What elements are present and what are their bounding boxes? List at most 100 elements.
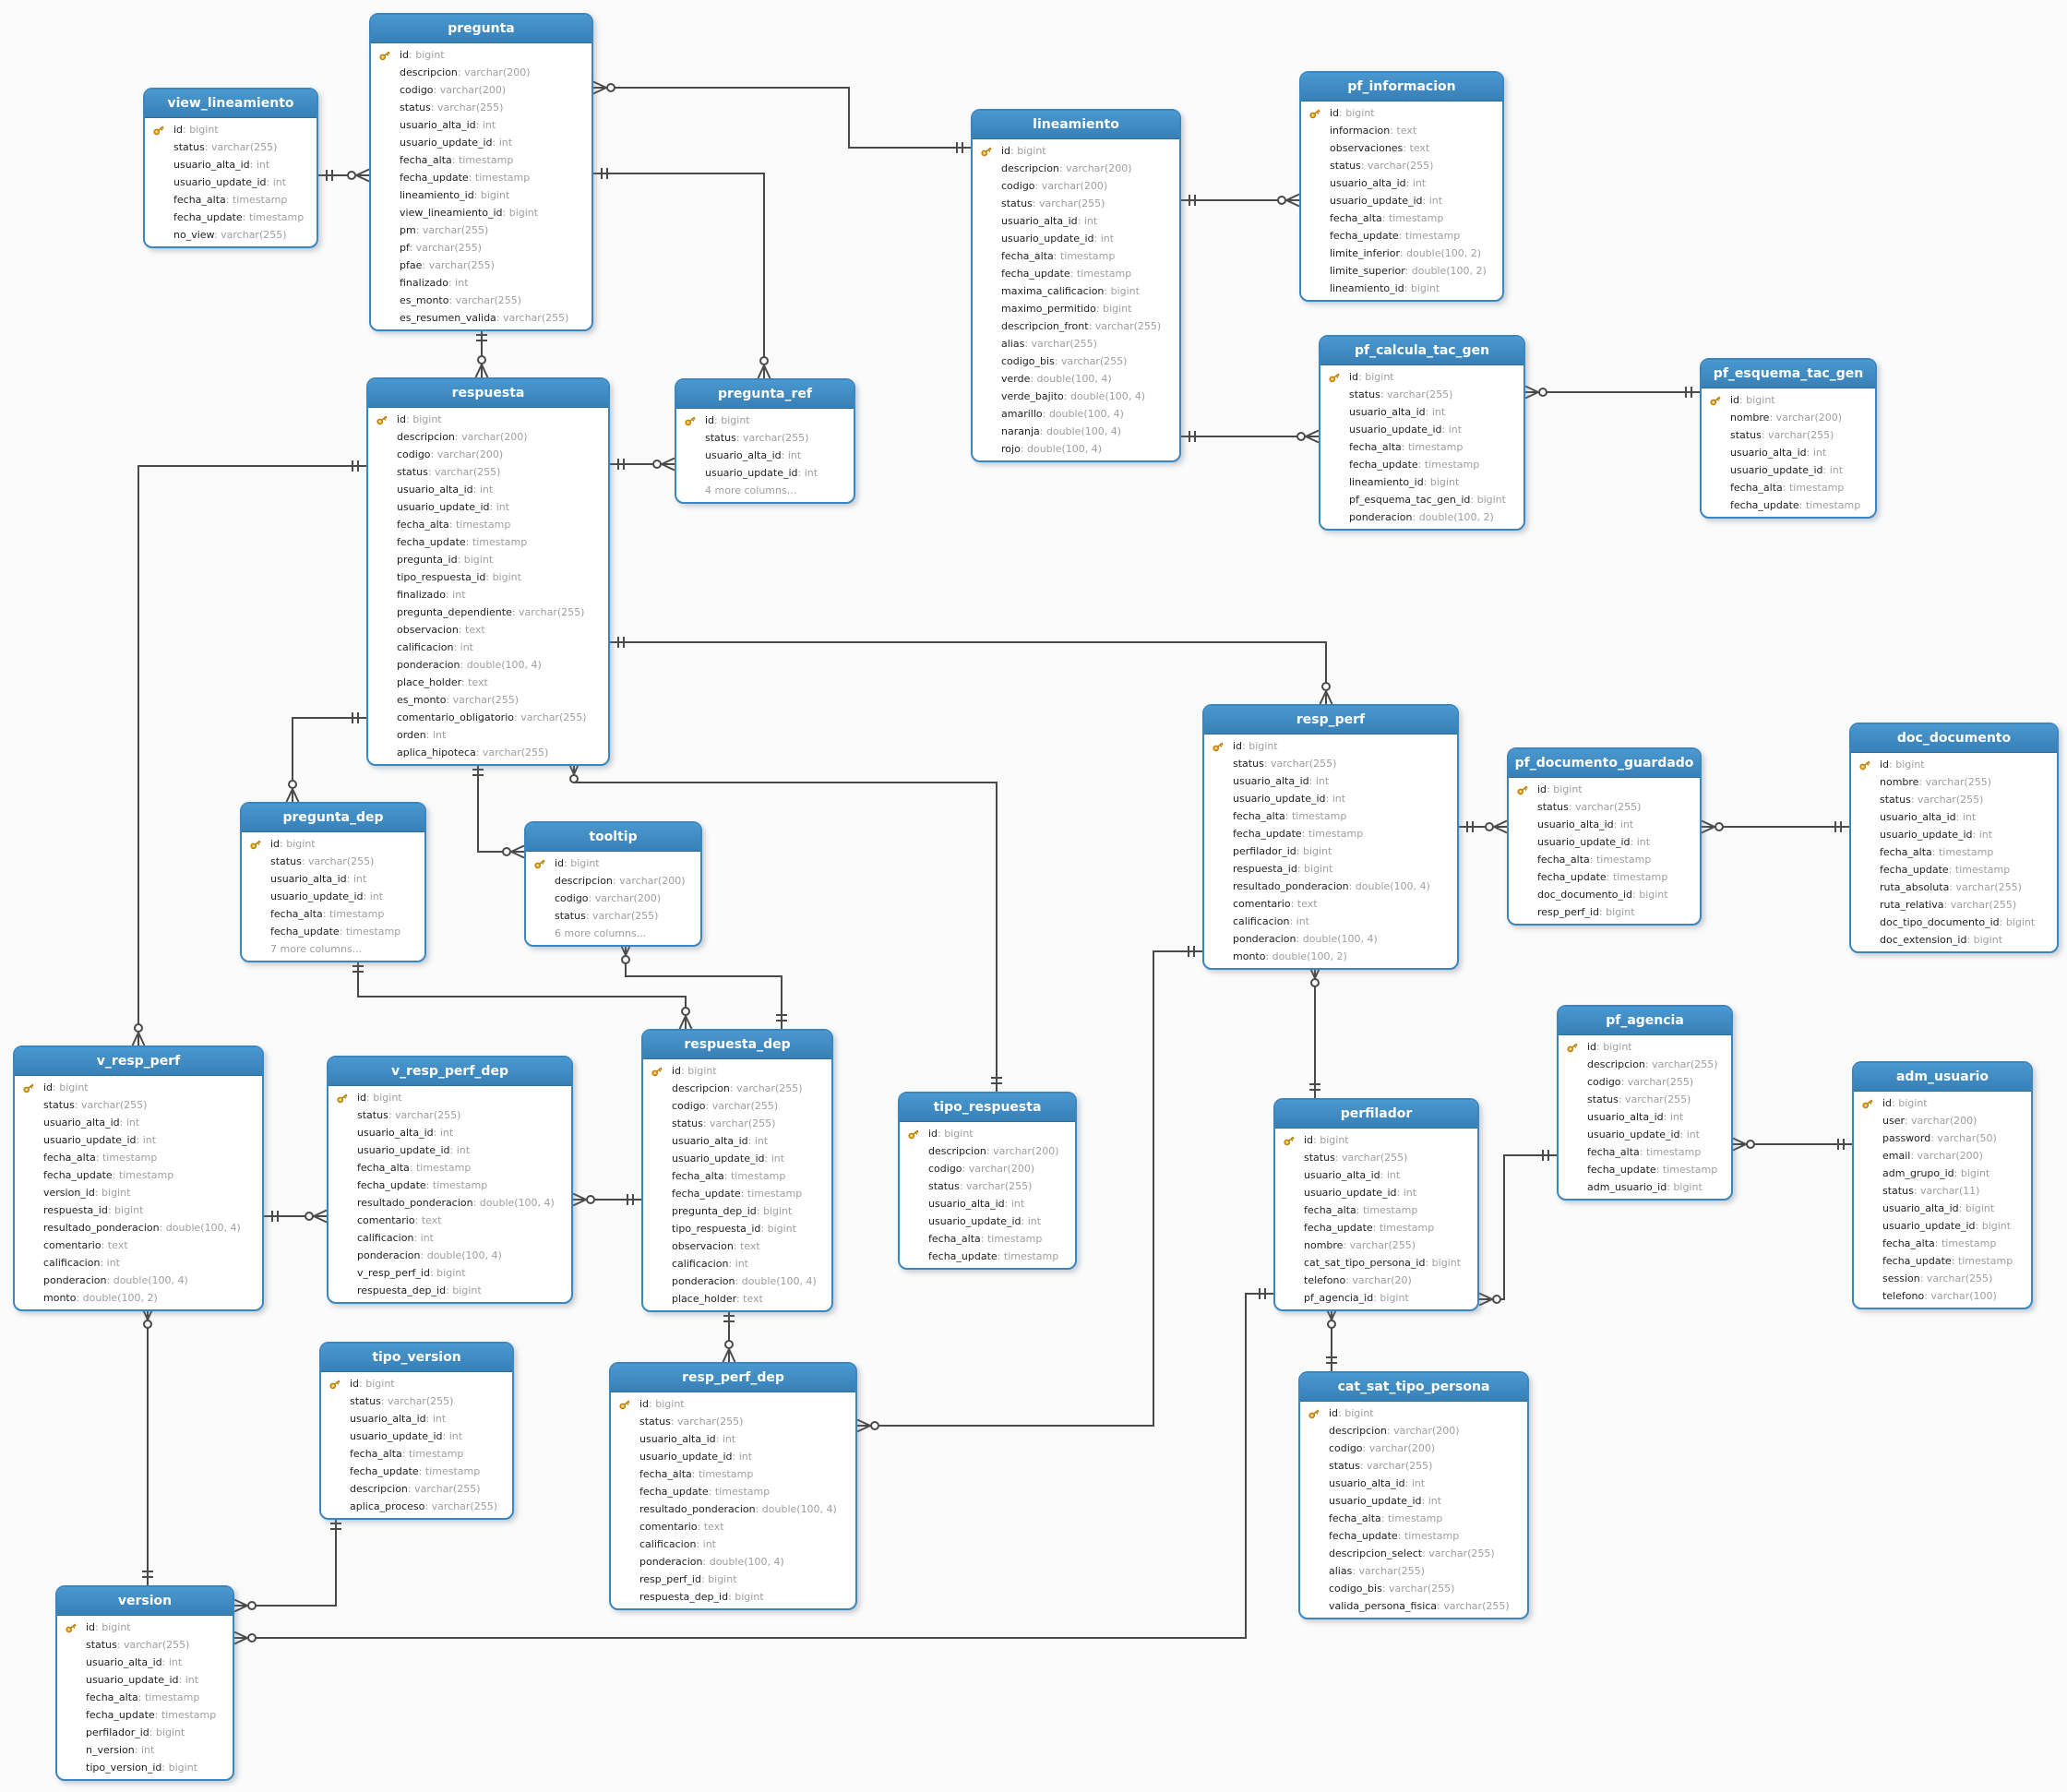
column-row: fecha_alta: timestamp (643, 1167, 831, 1185)
relationship-resp_perf_dep-resp_perf[interactable] (856, 946, 1202, 1433)
column-type: : varchar(255) (1919, 1272, 1993, 1284)
relationship-version-tipo_version[interactable] (233, 1515, 341, 1613)
relationship-resp_perf-perfilador[interactable] (1308, 964, 1322, 1098)
column-name: telefono (1304, 1274, 1346, 1286)
relationship-pregunta_dep-respuesta_dep[interactable] (352, 958, 693, 1030)
column-row: descripcion: varchar(200) (368, 428, 608, 446)
relationship-respuesta-resp_perf[interactable] (610, 637, 1333, 705)
relationship-respuesta-pregunta_ref[interactable] (610, 457, 675, 472)
relationship-pregunta-respuesta[interactable] (474, 327, 489, 378)
column-row: maximo_permitido: bigint (973, 300, 1179, 317)
table-title: respuesta (368, 379, 608, 408)
column-row: calificacion: int (643, 1255, 831, 1272)
relationship-v_resp_perf-v_resp_perf_dep[interactable] (264, 1209, 328, 1224)
column-type: : varchar(255) (729, 1082, 803, 1094)
relationship-respuesta-tipo_respuesta[interactable] (567, 760, 1003, 1092)
relationship-view_lineamiento-pregunta[interactable] (318, 168, 370, 183)
relationship-pf_agencia-adm_usuario[interactable] (1732, 1137, 1852, 1152)
column-name: id (1882, 1097, 1893, 1109)
relationship-pregunta-lineamiento[interactable] (592, 80, 971, 154)
column-type: : varchar(255) (1352, 1565, 1425, 1577)
column-name: verde (1001, 373, 1031, 385)
column-name: user (1882, 1115, 1905, 1127)
table-title: pf_informacion (1301, 73, 1502, 102)
column-row: id: bigint (1275, 1131, 1477, 1149)
column-row: id: bigint (643, 1062, 831, 1080)
column-name: pf_esquema_tac_gen_id (1349, 494, 1471, 506)
column-name: descripcion (672, 1082, 730, 1094)
relationship-respuesta-tooltip[interactable] (472, 761, 525, 859)
relationship-pregunta-pregunta_ref[interactable] (593, 168, 771, 379)
column-type: : bigint (1892, 1097, 1928, 1109)
relationship-version-perfilador[interactable] (233, 1288, 1273, 1645)
more-columns-note: 7 more columns... (242, 940, 424, 958)
relationship-lineamiento-pf_informacion[interactable] (1181, 193, 1300, 208)
column-type: : int (1955, 811, 1977, 823)
column-type: : varchar(255) (422, 259, 495, 271)
column-row: usuario_update_id: int (643, 1150, 831, 1167)
relationship-perfilador-cat_sat_tipo_persona[interactable] (1324, 1306, 1339, 1371)
column-name: orden (397, 729, 426, 741)
column-name: fecha_update (1233, 828, 1302, 840)
column-type: : timestamp (1301, 828, 1364, 840)
column-name: usuario_update_id (270, 890, 364, 902)
relationship-pf_agencia-perfilador[interactable] (1478, 1150, 1557, 1307)
column-type: : double(100, 4) (420, 1249, 502, 1261)
relationship-respuesta_dep-resp_perf_dep[interactable] (722, 1308, 736, 1363)
column-name: tipo_respuesta_id (397, 571, 486, 583)
column-row: fecha_update: timestamp (1854, 1252, 2031, 1270)
relationship-v_resp_perf-version[interactable] (140, 1306, 155, 1585)
relationship-resp_perf-pf_documento_guardado[interactable] (1459, 819, 1508, 834)
relationship-lineamiento-pf_calcula_tac_gen[interactable] (1181, 429, 1320, 444)
column-name: informacion (1330, 125, 1391, 137)
relationship-pf_calcula_tac_gen-pf_esquema_tac_gen[interactable] (1524, 385, 1700, 400)
column-name: id (705, 414, 715, 426)
relationship-v_resp_perf_dep-respuesta_dep[interactable] (572, 1192, 641, 1207)
column-row: id: bigint (900, 1125, 1075, 1142)
relationship-pf_documento_guardado-doc_documento[interactable] (1701, 819, 1849, 834)
relationship-respuesta-v_resp_perf[interactable] (131, 460, 367, 1046)
relationship-tooltip-respuesta_dep[interactable] (618, 941, 788, 1029)
column-name: descripcion (397, 431, 455, 443)
column-type: : timestamp (740, 1188, 803, 1200)
column-row: finalizado: int (371, 274, 591, 292)
column-type: : varchar(255) (1381, 1583, 1455, 1595)
column-type: : timestamp (112, 1169, 174, 1181)
column-row: finalizado: int (368, 586, 608, 603)
primary-key-icon (249, 838, 262, 851)
column-row: usuario_alta_id: int (611, 1430, 855, 1448)
column-type: : bigint (457, 554, 494, 566)
column-name: doc_tipo_documento_id (1880, 916, 2000, 928)
column-row: fecha_alta: timestamp (900, 1230, 1075, 1248)
column-name: version_id (43, 1187, 95, 1199)
relationship-respuesta-pregunta_dep[interactable] (285, 712, 367, 803)
